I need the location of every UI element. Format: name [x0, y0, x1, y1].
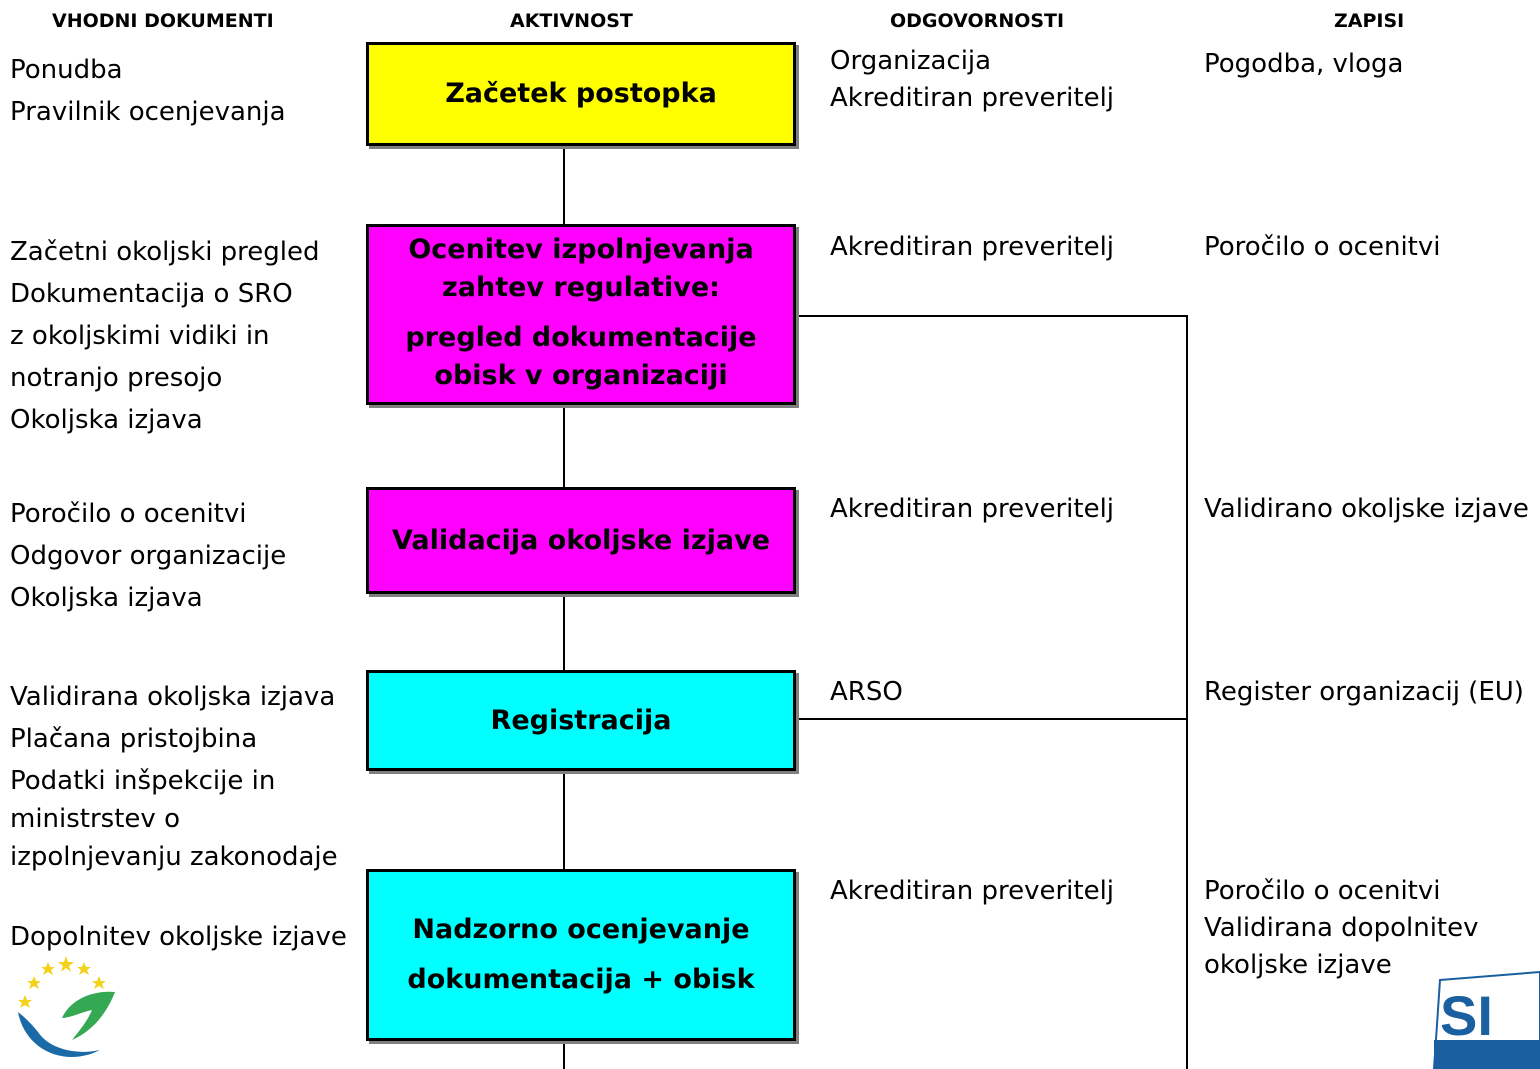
step-3-inputs: Poročilo o ocenitvi Odgovor organizacije…: [10, 493, 286, 619]
step-1-records: Pogodba, vloga: [1204, 43, 1404, 85]
step-5-responsibility: Akreditiran preveritelj: [830, 870, 1114, 912]
step-2-responsibility: Akreditiran preveritelj: [830, 226, 1114, 268]
record-item: Poročilo o ocenitvi: [1204, 876, 1441, 906]
step-4-responsibility: ARSO: [830, 671, 903, 713]
responsibility-item: Akreditiran preveritelj: [830, 494, 1115, 524]
step-1-inputs: Ponudba Pravilnik ocenjevanja: [10, 49, 286, 133]
record-item: Validirana dopolnitev: [1204, 913, 1479, 943]
header-inputs: VHODNI DOKUMENTI: [52, 10, 274, 32]
feedback-line-registration: [796, 718, 1188, 720]
si-logo-text: SI: [1440, 984, 1493, 1047]
step-5-records: Poročilo o ocenitvi Validirana dopolnite…: [1204, 873, 1479, 984]
input-item: Ponudba: [10, 55, 123, 85]
input-item: Pravilnik ocenjevanja: [10, 97, 286, 127]
activity-line: Ocenitev izpolnjevanja: [408, 234, 754, 265]
input-item: z okoljskimi vidiki in: [10, 321, 270, 351]
activity-line: Validacija okoljske izjave: [391, 524, 771, 556]
si-logo: SI: [1432, 970, 1540, 1069]
connector-3-4: [563, 594, 565, 670]
record-item: Pogodba, vloga: [1204, 49, 1404, 79]
record-item: Register organizacij (EU): [1204, 677, 1524, 707]
input-item: Začetni okoljski pregled: [10, 237, 320, 267]
input-item: Dopolnitev okoljske izjave: [10, 922, 347, 952]
activity-line: pregled dokumentacije: [405, 322, 757, 353]
connector-5-down: [563, 1041, 565, 1069]
input-item: ministrstev o: [10, 804, 180, 834]
step-4-box: Registracija: [366, 670, 796, 771]
activity-line: Registracija: [490, 704, 672, 736]
responsibility-item: ARSO: [830, 677, 903, 707]
input-item: Poročilo o ocenitvi: [10, 499, 247, 529]
feedback-line-top: [796, 315, 1188, 317]
emas-logo: [18, 956, 115, 1058]
header-activity: AKTIVNOST: [510, 10, 633, 32]
record-item: Poročilo o ocenitvi: [1204, 232, 1441, 262]
step-5-inputs: Dopolnitev okoljske izjave: [10, 916, 347, 958]
activity-line: dokumentacija + obisk: [407, 964, 755, 995]
responsibility-item: Organizacija: [830, 46, 992, 76]
header-records: ZAPISI: [1334, 10, 1405, 32]
step-1-responsibility: Organizacija Akreditiran preveritelj: [830, 43, 1114, 117]
step-4-inputs: Validirana okoljska izjava Plačana prist…: [10, 676, 338, 878]
connector-1-2: [563, 146, 565, 224]
activity-line: Začetek postopka: [445, 78, 717, 109]
activity-line: Nadzorno ocenjevanje: [412, 914, 750, 945]
record-item: Validirano okoljske izjave: [1204, 494, 1529, 524]
star-icon: [18, 956, 106, 1008]
leaf-icon: [62, 991, 115, 1040]
activity-line: obisk v organizaciji: [434, 360, 728, 391]
input-item: Okoljska izjava: [10, 405, 203, 435]
input-item: notranjo presojo: [10, 363, 223, 393]
step-5-box: Nadzorno ocenjevanje dokumentacija + obi…: [366, 869, 796, 1041]
step-4-records: Register organizacij (EU): [1204, 671, 1524, 713]
responsibility-item: Akreditiran preveritelj: [830, 232, 1115, 262]
step-1-box: Začetek postopka: [366, 42, 796, 146]
activity-line: zahtev regulative:: [442, 272, 720, 303]
record-item: okoljske izjave: [1204, 950, 1392, 980]
connector-4-5: [563, 771, 565, 869]
input-item: Podatki inšpekcije in: [10, 766, 276, 796]
step-2-box: Ocenitev izpolnjevanja zahtev regulative…: [366, 224, 796, 405]
input-item: Dokumentacija o SRO: [10, 279, 293, 309]
step-3-box: Validacija okoljske izjave: [366, 487, 796, 594]
input-item: Odgovor organizacije: [10, 541, 287, 571]
step-3-records: Validirano okoljske izjave: [1204, 488, 1529, 530]
input-item: izpolnjevanju zakonodaje: [10, 842, 338, 872]
input-item: Okoljska izjava: [10, 583, 203, 613]
feedback-line-vertical: [1186, 315, 1188, 1069]
step-3-responsibility: Akreditiran preveritelj: [830, 488, 1114, 530]
input-item: Validirana okoljska izjava: [10, 682, 336, 712]
responsibility-item: Akreditiran preveritelj: [830, 83, 1115, 113]
input-item: Plačana pristojbina: [10, 724, 258, 754]
step-2-inputs: Začetni okoljski pregled Dokumentacija o…: [10, 231, 320, 441]
header-responsibility: ODGOVORNOSTI: [890, 10, 1065, 32]
responsibility-item: Akreditiran preveritelj: [830, 876, 1115, 906]
wave-icon: [18, 1012, 100, 1058]
connector-2-3: [563, 405, 565, 487]
step-2-records: Poročilo o ocenitvi: [1204, 226, 1440, 268]
